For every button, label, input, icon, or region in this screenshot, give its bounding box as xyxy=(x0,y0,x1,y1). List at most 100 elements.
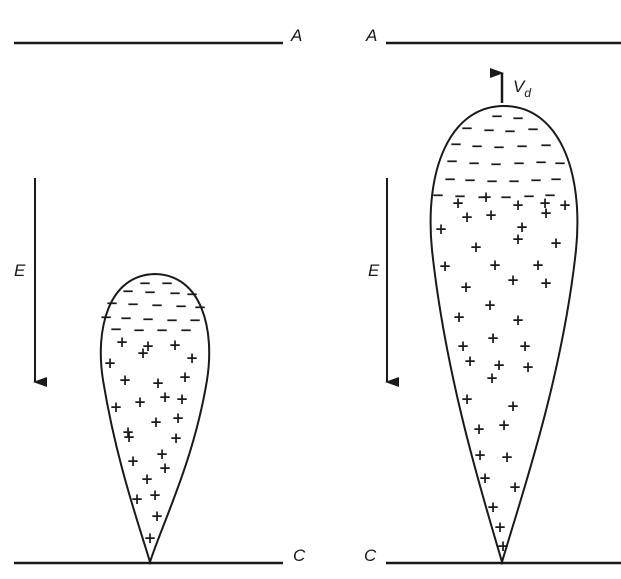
negative-charge: − xyxy=(142,310,155,328)
positive-charge: + xyxy=(497,537,510,555)
negative-charge: − xyxy=(175,297,188,315)
left-field-label: E xyxy=(14,261,26,280)
negative-charge: − xyxy=(122,282,135,300)
positive-charge: + xyxy=(512,311,525,329)
positive-charge: + xyxy=(484,296,497,314)
positive-charge: + xyxy=(473,420,486,438)
positive-charge: + xyxy=(540,274,553,292)
positive-charge: + xyxy=(179,368,192,386)
left-panel: A C E −−−−−−−−−−−−−−−−−−−− +++++++++++++… xyxy=(14,26,306,566)
positive-charge: + xyxy=(116,333,129,351)
negative-charge: − xyxy=(540,136,553,154)
positive-charge: + xyxy=(486,369,499,387)
positive-charge: + xyxy=(452,194,465,212)
drift-velocity-symbol: V xyxy=(513,77,526,96)
negative-charge: − xyxy=(550,170,563,188)
positive-charge: + xyxy=(151,507,164,525)
positive-charge: + xyxy=(176,390,189,408)
positive-charge: + xyxy=(461,390,474,408)
positive-charge: + xyxy=(110,398,123,416)
positive-charge: + xyxy=(512,230,525,248)
positive-charge: + xyxy=(142,337,155,355)
positive-charge: + xyxy=(464,352,477,370)
negative-charge: − xyxy=(189,311,202,329)
positive-charge: + xyxy=(439,257,452,275)
left-anode-label: A xyxy=(290,26,302,45)
positive-charge: + xyxy=(493,356,506,374)
positive-charge: + xyxy=(141,470,154,488)
negative-charge: − xyxy=(194,298,207,316)
positive-charge: + xyxy=(152,374,165,392)
positive-charge: + xyxy=(169,336,182,354)
positive-charge: + xyxy=(127,452,140,470)
negative-charge: − xyxy=(106,294,119,312)
negative-charge: − xyxy=(464,171,477,189)
positive-charge: + xyxy=(498,416,511,434)
negative-charge: − xyxy=(516,137,529,155)
negative-charge: − xyxy=(491,107,504,125)
positive-charge: + xyxy=(474,446,487,464)
negative-charge: − xyxy=(554,154,567,172)
right-avalanche-outline xyxy=(429,104,579,566)
negative-charge: − xyxy=(493,138,506,156)
positive-charge: + xyxy=(461,208,474,226)
positive-charge: + xyxy=(149,486,162,504)
positive-charge: + xyxy=(485,206,498,224)
negative-charge: − xyxy=(500,188,513,206)
positive-charge: + xyxy=(519,337,532,355)
negative-charge: − xyxy=(504,122,517,140)
left-cathode-label: C xyxy=(293,546,306,565)
positive-charge: + xyxy=(453,308,466,326)
positive-charge: + xyxy=(144,529,157,547)
right-panel: A C E Vd −−−−−−−−−−−−−−−−−−−−−−−−−−−−− +… xyxy=(364,26,621,566)
positive-charge: + xyxy=(186,349,199,367)
negative-charge: − xyxy=(169,284,182,302)
positive-charge: + xyxy=(522,358,535,376)
positive-charge: + xyxy=(159,459,172,477)
negative-charge: − xyxy=(186,285,199,303)
negative-charge: − xyxy=(139,274,152,292)
positive-charge: + xyxy=(532,256,545,274)
positive-charge: + xyxy=(470,238,483,256)
negative-charge: − xyxy=(512,109,525,127)
positive-charge: + xyxy=(480,188,493,206)
left-negative-charges: −−−−−−−−−−−−−−−−−−−− xyxy=(100,274,207,339)
left-avalanche-outline xyxy=(99,272,211,566)
negative-charge: − xyxy=(156,321,169,339)
negative-charge: − xyxy=(461,119,474,137)
negative-charge: − xyxy=(180,321,193,339)
negative-charge: − xyxy=(535,153,548,171)
negative-charge: − xyxy=(432,186,445,204)
positive-charge: + xyxy=(479,469,492,487)
positive-charge: + xyxy=(516,218,529,236)
negative-charge: − xyxy=(490,155,503,173)
negative-charge: − xyxy=(523,187,536,205)
positive-charge: + xyxy=(104,354,117,372)
negative-charge: − xyxy=(110,320,123,338)
negative-charge: − xyxy=(513,154,526,172)
negative-charge: − xyxy=(477,188,490,206)
negative-charge: − xyxy=(100,308,113,326)
negative-charge: − xyxy=(161,274,174,292)
right-field-label: E xyxy=(368,261,380,280)
positive-charge: + xyxy=(150,413,163,431)
negative-charge: − xyxy=(508,172,521,190)
positive-charge: + xyxy=(134,393,147,411)
negative-charge: − xyxy=(454,187,467,205)
right-anode-label: A xyxy=(365,26,377,45)
negative-charge: − xyxy=(444,170,457,188)
negative-charge: − xyxy=(527,120,540,138)
positive-charge: + xyxy=(507,397,520,415)
positive-charge: + xyxy=(137,344,150,362)
negative-charge: − xyxy=(133,321,146,339)
positive-charge: + xyxy=(435,220,448,238)
negative-charge: − xyxy=(483,121,496,139)
left-positive-charges: ++++++++++++++++++++++++++ xyxy=(104,333,199,547)
positive-charge: + xyxy=(119,371,132,389)
right-positive-charges: ++++++++++++++++++++++++++++++++++++++++ xyxy=(435,188,572,555)
positive-charge: + xyxy=(494,518,507,536)
negative-charge: − xyxy=(468,154,481,172)
positive-charge: + xyxy=(487,329,500,347)
drift-velocity-label: Vd xyxy=(513,77,531,100)
